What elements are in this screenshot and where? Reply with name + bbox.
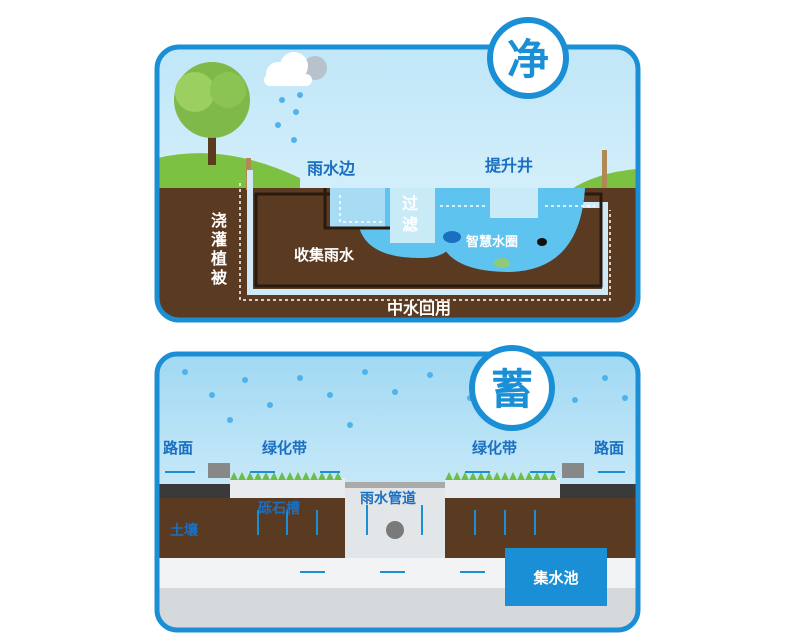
label-irrigate-3: 植 xyxy=(210,249,227,268)
cloud-icon xyxy=(264,52,327,86)
purify-frame xyxy=(154,44,641,323)
purify-panel: 雨水边 提升井 过 滤 收集雨水 智慧水圈 浇 灌 植 被 中水回用 xyxy=(157,47,638,320)
raindrops xyxy=(275,92,303,143)
pipe-icon xyxy=(386,521,404,539)
purify-badge: 净 xyxy=(487,17,569,99)
filter-box xyxy=(390,188,435,243)
label-collect-rainwater: 收集雨水 xyxy=(294,246,355,264)
storage-panel: 路面 绿化带 绿化带 路面 雨水管道 土壤 砾石槽 集水池 xyxy=(157,354,638,630)
green-belt-right xyxy=(445,478,560,498)
curb-right xyxy=(562,463,584,478)
svg-text:蓄: 蓄 xyxy=(491,365,533,414)
post xyxy=(602,150,607,188)
storage-frame xyxy=(154,351,641,633)
label-reuse: 中水回用 xyxy=(387,299,451,318)
tree-icon xyxy=(174,62,250,165)
grass-hill-right xyxy=(570,168,638,190)
label-rain-pipe: 雨水管道 xyxy=(360,490,416,507)
label-lift-well: 提升井 xyxy=(485,156,533,175)
lift-well-box xyxy=(490,188,538,218)
flow-arrows xyxy=(165,471,625,573)
green-belt-left xyxy=(230,478,345,498)
label-soil: 土壤 xyxy=(170,522,199,539)
label-smart-water-ring: 智慧水圈 xyxy=(466,234,518,250)
grass-hill-left xyxy=(157,153,300,190)
svg-text:净: 净 xyxy=(507,35,549,84)
storage-badge: 蓄 xyxy=(469,345,555,431)
label-irrigate-2: 灌 xyxy=(211,230,227,249)
fish-icon xyxy=(443,231,547,268)
label-road-left: 路面 xyxy=(163,439,193,457)
label-irrigate-1: 浇 xyxy=(211,211,227,230)
label-green-belt-left: 绿化带 xyxy=(262,439,307,457)
label-filter-2: 滤 xyxy=(402,215,418,234)
label-road-right: 路面 xyxy=(594,439,624,457)
rain-pipe-trench xyxy=(345,482,445,558)
label-gravel: 砾石槽 xyxy=(258,500,300,517)
curb-left xyxy=(208,463,230,478)
collection-tank xyxy=(505,548,607,606)
label-green-belt-right: 绿化带 xyxy=(472,439,517,457)
label-collection-tank: 集水池 xyxy=(532,569,578,587)
label-irrigate-4: 被 xyxy=(211,268,228,287)
label-filter-1: 过 xyxy=(402,194,418,213)
label-rain-edge: 雨水边 xyxy=(307,159,356,178)
